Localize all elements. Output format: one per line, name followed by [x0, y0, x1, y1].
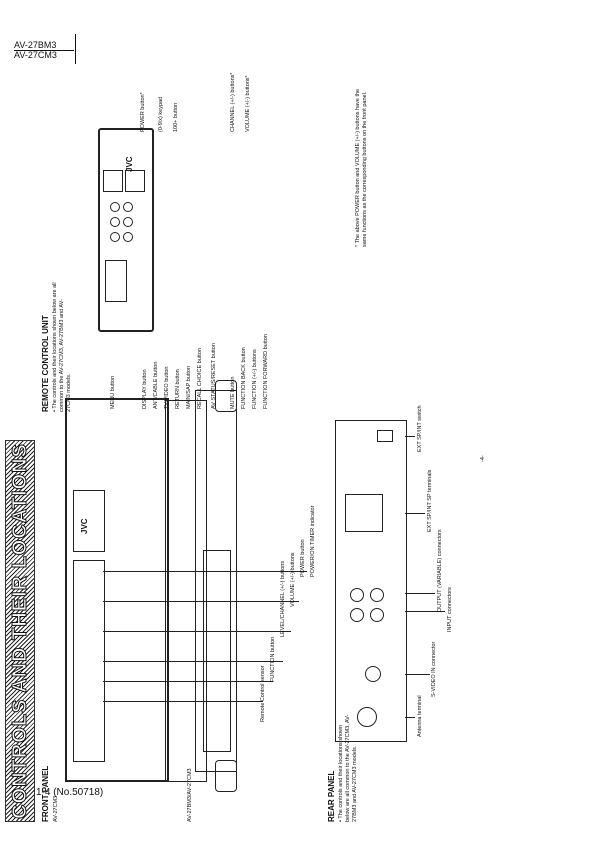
- front-label-power-indicator: POWER/ON TIMER indicator: [310, 505, 316, 577]
- remote-heading: REMOTE CONTROL UNIT: [41, 315, 50, 412]
- remote-label-power: POWER button*: [140, 92, 146, 132]
- remote-label-return: RETURN button: [175, 369, 181, 409]
- remote-label-function-back: FUNCTION BACK button: [241, 347, 247, 409]
- front-label-function: FUNCTION button: [270, 636, 276, 682]
- model-line-1: AV-27BM3: [14, 40, 57, 50]
- remote-label-function-forward: FUNCTION FORWARD button: [263, 334, 269, 409]
- model-header: AV-27BM3 AV-27CM3: [14, 34, 76, 64]
- manual-page: CONTROLS AND THEIR LOCATIONS FRONT PANEL…: [5, 17, 560, 822]
- front-brand: JVC: [80, 518, 89, 534]
- rear-label-input: INPUT connectors: [447, 587, 453, 632]
- page-title: CONTROLS AND THEIR LOCATIONS: [5, 440, 35, 822]
- rear-label-antenna: Antenna terminal: [417, 695, 423, 737]
- remote-label-av-status: AV STATUS/RESET button: [211, 343, 217, 409]
- rear-label-ext-switch: EXT SP/INT switch: [417, 405, 423, 452]
- remote-label-ant-cable: ANT/CABLE button: [153, 361, 159, 409]
- remote-label-100plus: 100+ button: [173, 102, 179, 132]
- page-footer: -4-: [480, 455, 486, 462]
- front-label-level-channel: LEVEL/CHANNEL (+/-) buttons: [280, 560, 286, 637]
- rear-label-ext-sp: EXT SP/INT SP terminals: [427, 469, 433, 532]
- front-panel-heading: FRONT PANEL: [41, 765, 50, 822]
- remote-note: • The controls and their locations shown…: [52, 282, 72, 412]
- rear-panel-heading: REAR PANEL: [327, 770, 336, 822]
- rear-label-output: OUTPUT (VARIABLE) connectors: [437, 529, 443, 612]
- front-model-a: AV-27CM3: [53, 795, 59, 822]
- remote-label-menu: MENU button: [110, 375, 116, 409]
- remote-label-volume: VOLUME (+/-) buttons*: [245, 75, 251, 132]
- remote-footnote: * The above POWER button and VOLUME (+/-…: [355, 88, 368, 247]
- remote-label-recall: RECALL CHOICE button: [197, 348, 203, 409]
- front-label-power-button: POWER button: [300, 539, 306, 577]
- remote-label-main-sap: MAIN/SAP button: [186, 365, 192, 409]
- remote-label-tv-video: TV/VIDEO button: [164, 366, 170, 410]
- rear-label-svideo: S-VIDEO IN connector: [431, 641, 437, 697]
- page-number: 1-4 (No.50718): [36, 787, 104, 798]
- front-label-remote-sensor: Remote Control sensor: [260, 665, 266, 722]
- front-label-volume: VOLUME (+/-) buttons: [290, 552, 296, 607]
- remote-label-function-pm: FUNCTION (+/-) buttons: [252, 349, 258, 409]
- remote-label-display: DISPLAY button: [142, 369, 148, 409]
- remote-label-mute: MUTE button: [230, 376, 236, 409]
- model-line-2: AV-27CM3: [14, 50, 57, 60]
- remote-label-keypad: (0-9/x) keypad: [158, 96, 164, 132]
- remote-label-channel: CHANNEL (+/-) buttons*: [230, 72, 236, 132]
